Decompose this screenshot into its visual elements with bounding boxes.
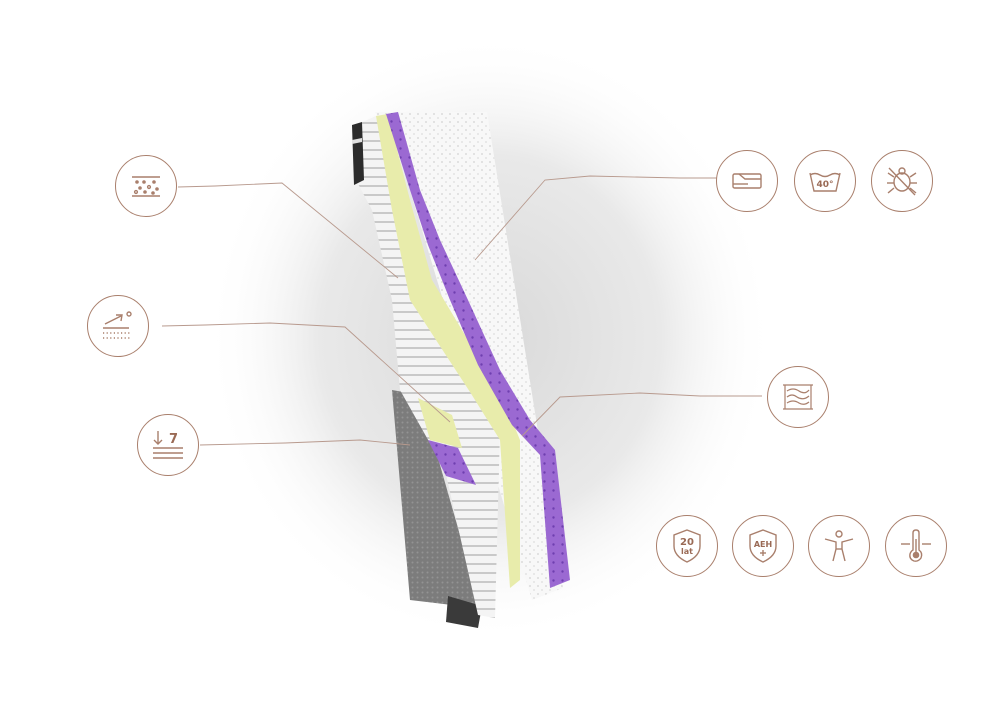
mattress-side-cover — [392, 390, 482, 628]
open-cell-foam-icon — [115, 155, 177, 217]
seven-zone-label: 7 — [169, 432, 178, 447]
warranty-years-label: 20 — [680, 537, 694, 548]
aeh-label: AEH — [754, 540, 772, 549]
foam-structure-icon — [767, 366, 829, 428]
heat-dissipation-icon — [87, 295, 149, 357]
ergonomic-body-icon — [808, 515, 870, 577]
aeh-certificate-icon: AEH — [732, 515, 794, 577]
warranty-20-icon: 20 lat — [656, 515, 718, 577]
mattress-yellow-foam-layer — [376, 114, 520, 588]
removable-cover-icon — [716, 150, 778, 212]
wash-40-icon: 40° — [794, 150, 856, 212]
seven-zone-icon: 7 — [137, 414, 199, 476]
leader-lines — [161, 175, 762, 446]
mattress-core-layer — [352, 115, 500, 618]
warranty-unit-label: lat — [681, 547, 693, 556]
wash-40-label: 40° — [816, 180, 833, 190]
thermo-regulation-icon — [885, 515, 947, 577]
mattress-purple-foam-layer — [386, 112, 570, 588]
anti-mite-icon — [871, 150, 933, 212]
